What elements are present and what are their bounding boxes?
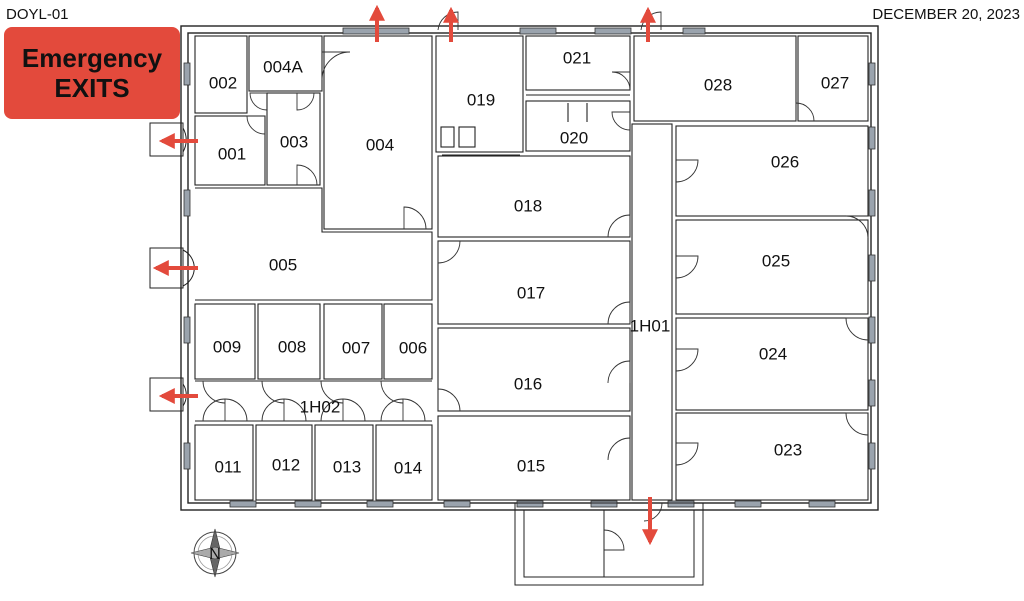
room-label-002: 002 <box>209 73 237 92</box>
room-label-026: 026 <box>771 152 799 171</box>
room-label-019: 019 <box>467 90 495 109</box>
north-compass-icon: N <box>190 528 240 578</box>
exit-vestibules <box>149 122 704 586</box>
room-label-023: 023 <box>774 440 802 459</box>
exit-arrows <box>152 4 658 546</box>
room-label-004: 004 <box>366 135 394 154</box>
room-label-007: 007 <box>342 338 370 357</box>
compass-north-label: N <box>209 546 221 563</box>
room-label-018: 018 <box>514 196 542 215</box>
legend-line-emergency: Emergency <box>21 43 163 73</box>
room-label-001: 001 <box>218 144 246 163</box>
room-label-028: 028 <box>704 75 732 94</box>
plan-date-label: DECEMBER 20, 2023 <box>872 6 1020 23</box>
legend-line-exits: EXITS <box>54 73 130 103</box>
room-label-005: 005 <box>269 255 297 274</box>
room-label-017: 017 <box>517 283 545 302</box>
room-label-015: 015 <box>517 456 545 475</box>
room-label-020: 020 <box>560 128 588 147</box>
room-label-014: 014 <box>394 458 422 477</box>
room-label-004a: 004A <box>263 57 303 76</box>
room-label-027: 027 <box>821 73 849 92</box>
room-label-1h02: 1H02 <box>300 397 341 416</box>
room-label-016: 016 <box>514 374 542 393</box>
room-label-006: 006 <box>399 338 427 357</box>
room-label-024: 024 <box>759 344 787 363</box>
door-swings <box>202 11 869 551</box>
emergency-exits-legend: Emergency EXITS <box>4 27 180 119</box>
room-label-1h01: 1H01 <box>630 316 671 335</box>
room-label-021: 021 <box>563 48 591 67</box>
room-label-012: 012 <box>272 455 300 474</box>
room-label-003: 003 <box>280 132 308 151</box>
room-label-025: 025 <box>762 251 790 270</box>
room-label-008: 008 <box>278 337 306 356</box>
interior-walls <box>194 35 869 501</box>
plan-id-label: DOYL-01 <box>6 6 69 23</box>
room-label-011: 011 <box>214 457 241 476</box>
room-label-013: 013 <box>333 457 361 476</box>
room-label-009: 009 <box>213 337 241 356</box>
